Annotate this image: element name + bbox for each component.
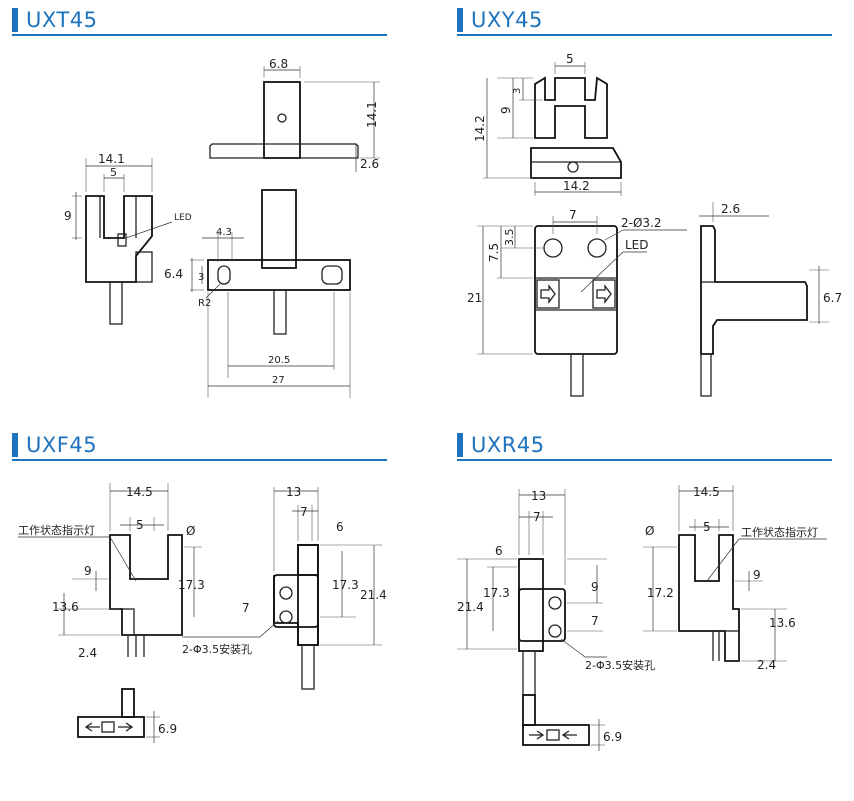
dim-gap: 5 <box>703 520 711 534</box>
dim-top-width: 6.8 <box>269 57 288 71</box>
dim-side-width: 13 <box>531 489 546 503</box>
dim-side-17-3: 17.3 <box>483 586 510 600</box>
uxy45-drawing: 5 9 3 14.2 14.2 7 <box>467 52 842 397</box>
dim-front-w1: 4.3 <box>216 227 232 238</box>
uxf45-front-view <box>18 483 202 657</box>
uxf45-bottom-view <box>77 688 160 743</box>
dim-13-6: 13.6 <box>769 616 796 630</box>
dim-13-6: 13.6 <box>52 600 79 614</box>
dim-zero: Ø <box>645 524 654 538</box>
mount-holes-label: 2-Φ3.5安装孔 <box>585 658 655 672</box>
dim-side-height: 9 <box>64 209 72 223</box>
dim-side-thickness: 2.6 <box>721 202 740 216</box>
dim-top-h1: 9 <box>499 106 513 114</box>
dim-total-width: 14.5 <box>693 485 720 499</box>
panel-title: UXT45 <box>26 8 98 32</box>
dim-2-4: 2.4 <box>78 646 97 660</box>
dim-front-radius: R2 <box>198 298 211 309</box>
dim-top-thickness: 2.6 <box>360 157 379 171</box>
mount-holes-label: 2-Φ3.5安装孔 <box>182 642 252 656</box>
dim-top-h2: 3 <box>512 88 523 94</box>
dim-zero: Ø <box>186 524 195 538</box>
dim-17-2: 17.2 <box>647 586 674 600</box>
panel-title: UXY45 <box>471 8 543 32</box>
dim-top-height: 14.1 <box>365 101 379 128</box>
header-accent-bar <box>457 8 463 32</box>
dim-side-21-4: 21.4 <box>457 600 484 614</box>
dim-front-c: 20.5 <box>268 355 290 366</box>
header-uxr45: UXR45 <box>457 431 832 461</box>
dim-side-6: 6 <box>495 544 503 558</box>
header-accent-bar <box>12 433 18 457</box>
dim-top-total: 14.2 <box>473 115 487 142</box>
uxr45-drawing: 13 7 6 21.4 17.3 9 7 2-Φ3.5安装孔 <box>457 485 827 751</box>
panel-uxt45: UXT45 6.8 14.1 2.6 <box>12 6 402 398</box>
uxy45-iso-view <box>483 62 622 196</box>
dim-front-total: 27 <box>272 375 285 386</box>
uxy45-front-view <box>477 216 687 397</box>
dim-front-height: 6.4 <box>164 267 183 281</box>
dim-side-height: 6.7 <box>823 291 842 305</box>
dim-side-9: 9 <box>591 580 599 594</box>
header-accent-bar <box>457 433 463 457</box>
uxt45-side-view <box>72 158 173 325</box>
uxy45-side-view <box>699 202 829 397</box>
dim-side-width: 13 <box>286 485 301 499</box>
dim-side-width: 14.1 <box>98 152 125 166</box>
panel-title: UXF45 <box>26 433 98 457</box>
dim-total-width: 14.5 <box>126 485 153 499</box>
dim-front-total: 21 <box>467 291 482 305</box>
dim-slot-height: 17.3 <box>178 578 205 592</box>
dim-side-w2: 7 <box>300 505 308 519</box>
dim-front-h1: 3.5 <box>503 229 516 247</box>
dim-top-gap: 5 <box>566 52 574 66</box>
dim-bottom-width: 14.2 <box>563 179 590 193</box>
dim-front-h2: 7.5 <box>487 243 501 262</box>
panel-uxy45: UXY45 5 9 3 14.2 14.2 <box>457 6 847 397</box>
dim-side-7: 7 <box>591 614 599 628</box>
uxt45-front-view <box>190 189 351 398</box>
dim-2-4: 2.4 <box>757 658 776 672</box>
led-label: 工作状态指示灯 <box>18 523 95 537</box>
dim-side-6: 6 <box>336 520 344 534</box>
uxr45-bottom-view <box>522 694 605 751</box>
dim-side-21-4: 21.4 <box>360 588 387 602</box>
dim-front-holes: 2-Ø3.2 <box>621 216 662 230</box>
uxf45-drawing: 14.5 5 Ø 17.3 9 13.6 2.4 工作状态指示灯 13 7 <box>18 483 387 743</box>
panel-uxr45: UXR45 13 7 6 21.4 17.3 9 <box>457 431 847 801</box>
uxt45-drawing: 6.8 14.1 2.6 14.1 5 9 LED <box>64 57 380 398</box>
led-label: LED <box>625 238 649 252</box>
dim-bottom-height: 6.9 <box>603 730 622 744</box>
uxr45-front-view <box>643 485 827 662</box>
header-uxt45: UXT45 <box>12 6 387 36</box>
dim-side-w2: 7 <box>533 510 541 524</box>
dim-9: 9 <box>84 564 92 578</box>
header-uxf45: UXF45 <box>12 431 387 461</box>
dim-side-gap: 5 <box>110 166 117 179</box>
dim-gap: 5 <box>136 518 144 532</box>
header-accent-bar <box>12 8 18 32</box>
dim-9: 9 <box>753 568 761 582</box>
dim-side-7: 7 <box>242 601 250 615</box>
dim-front-h2: 3 <box>198 272 204 283</box>
dim-front-width: 7 <box>569 208 577 222</box>
panel-uxf45: UXF45 14.5 5 Ø 17.3 9 13.6 2.4 <box>12 431 402 801</box>
dim-bottom-height: 6.9 <box>158 722 177 736</box>
header-uxy45: UXY45 <box>457 6 832 36</box>
uxt45-top-view <box>209 66 380 172</box>
uxf45-side-view <box>182 487 382 690</box>
led-label: 工作状态指示灯 <box>741 525 818 539</box>
panel-title: UXR45 <box>471 433 545 457</box>
dim-side-17-3: 17.3 <box>332 578 359 592</box>
led-label: LED <box>174 213 192 223</box>
